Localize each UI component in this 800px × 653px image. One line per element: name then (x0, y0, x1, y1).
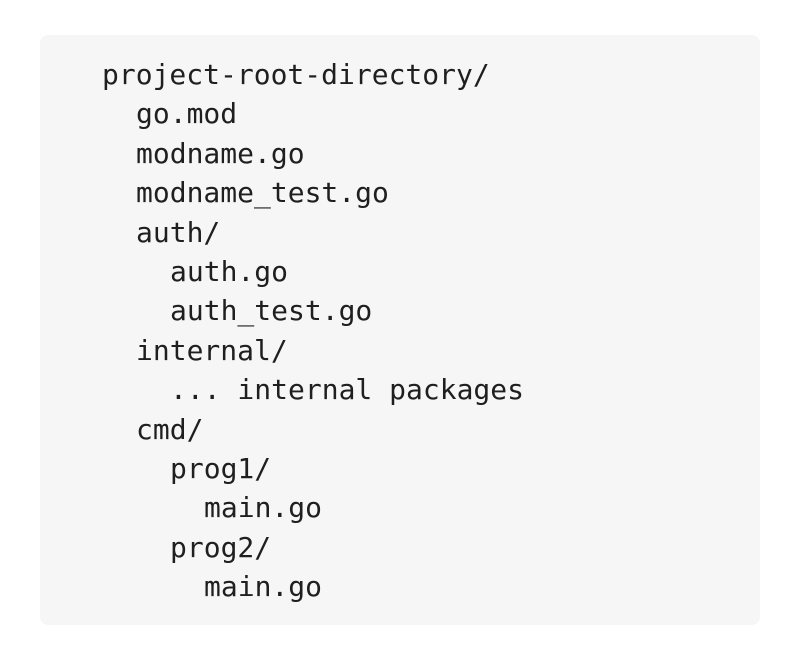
code-block: project-root-directory/ go.mod modname.g… (40, 35, 760, 625)
tree-line-internal-dir: internal/ (136, 333, 288, 367)
tree-line-prog1-main-go: main.go (204, 491, 323, 525)
tree-line-root-dir: project-root-directory/ (102, 58, 490, 91)
tree-line-prog1-dir: prog1/ (170, 451, 272, 485)
tree-line-cmd-dir: cmd/ (136, 412, 204, 446)
tree-line-modname-test-go: modname_test.go (136, 176, 389, 210)
tree-line-prog2-dir: prog2/ (170, 530, 272, 564)
tree-line-modname-go: modname.go (136, 136, 305, 170)
directory-tree: project-root-directory/ go.mod modname.g… (102, 55, 524, 606)
tree-line-prog2-main-go: main.go (204, 570, 323, 604)
tree-line-go-mod: go.mod (136, 97, 238, 131)
tree-line-auth-dir: auth/ (136, 215, 221, 249)
tree-line-auth-test-go: auth_test.go (170, 294, 373, 328)
tree-line-internal-packages: ... internal packages (170, 373, 525, 407)
tree-line-auth-go: auth.go (170, 254, 289, 288)
